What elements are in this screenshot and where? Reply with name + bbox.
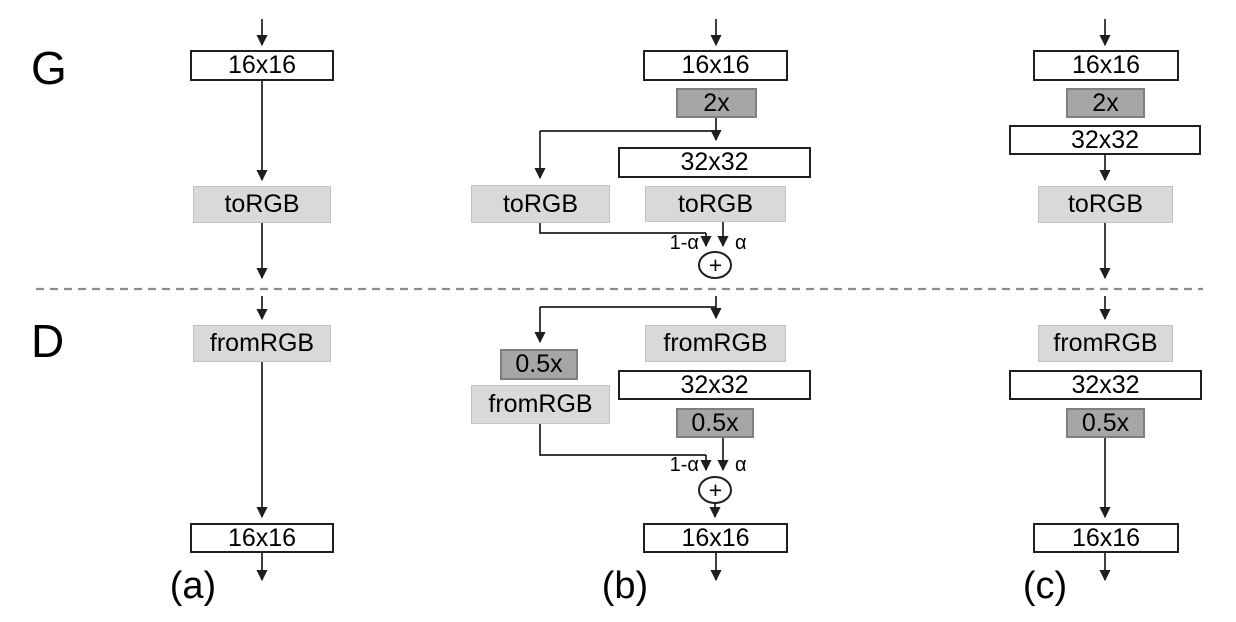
torgb-box: toRGB [193, 186, 331, 223]
block-32x32: 32x32 [618, 370, 811, 400]
block-32x32: 32x32 [1009, 125, 1201, 155]
downsample-05x-box: 0.5x [1066, 408, 1145, 438]
panel-caption-b: (b) [601, 565, 649, 607]
fromrgb-box: fromRGB [193, 325, 331, 362]
sum-plus-glyph: + [708, 476, 723, 503]
downsample-05x-box-new: 0.5x [676, 408, 754, 438]
upsample-2x-box: 2x [676, 88, 757, 118]
block-16x16: 16x16 [643, 523, 788, 553]
alpha-label: α [735, 454, 747, 476]
block-16x16: 16x16 [643, 50, 788, 81]
downsample-05x-box-skip: 0.5x [500, 349, 578, 380]
block-32x32: 32x32 [618, 147, 811, 178]
panel-caption-c: (c) [1022, 565, 1068, 607]
one-minus-alpha-label: 1-α [669, 232, 699, 254]
torgb-box: toRGB [1038, 186, 1173, 223]
one-minus-alpha-label: 1-α [669, 454, 699, 476]
discriminator-row-label: D [31, 315, 65, 367]
skip-merge-line [539, 223, 706, 234]
upsample-2x-box: 2x [1066, 88, 1145, 118]
fromrgb-box-new: fromRGB [645, 325, 786, 362]
skip-merge-line [539, 424, 706, 456]
block-16x16: 16x16 [1033, 523, 1179, 553]
panel-b-connectors [534, 19, 732, 582]
block-16x16: 16x16 [190, 50, 334, 81]
fromrgb-box-skip: fromRGB [471, 385, 610, 424]
sum-circle-g [698, 251, 732, 279]
block-16x16: 16x16 [1033, 50, 1179, 81]
block-32x32: 32x32 [1009, 370, 1202, 400]
torgb-box-skip: toRGB [471, 185, 610, 223]
fromrgb-box: fromRGB [1038, 325, 1173, 362]
generator-row-label: G [31, 42, 67, 94]
block-16x16: 16x16 [190, 523, 334, 553]
alpha-label: α [735, 232, 747, 254]
panel-caption-a: (a) [169, 565, 217, 607]
sum-plus-glyph: + [708, 251, 723, 278]
torgb-box-new: toRGB [645, 186, 786, 222]
